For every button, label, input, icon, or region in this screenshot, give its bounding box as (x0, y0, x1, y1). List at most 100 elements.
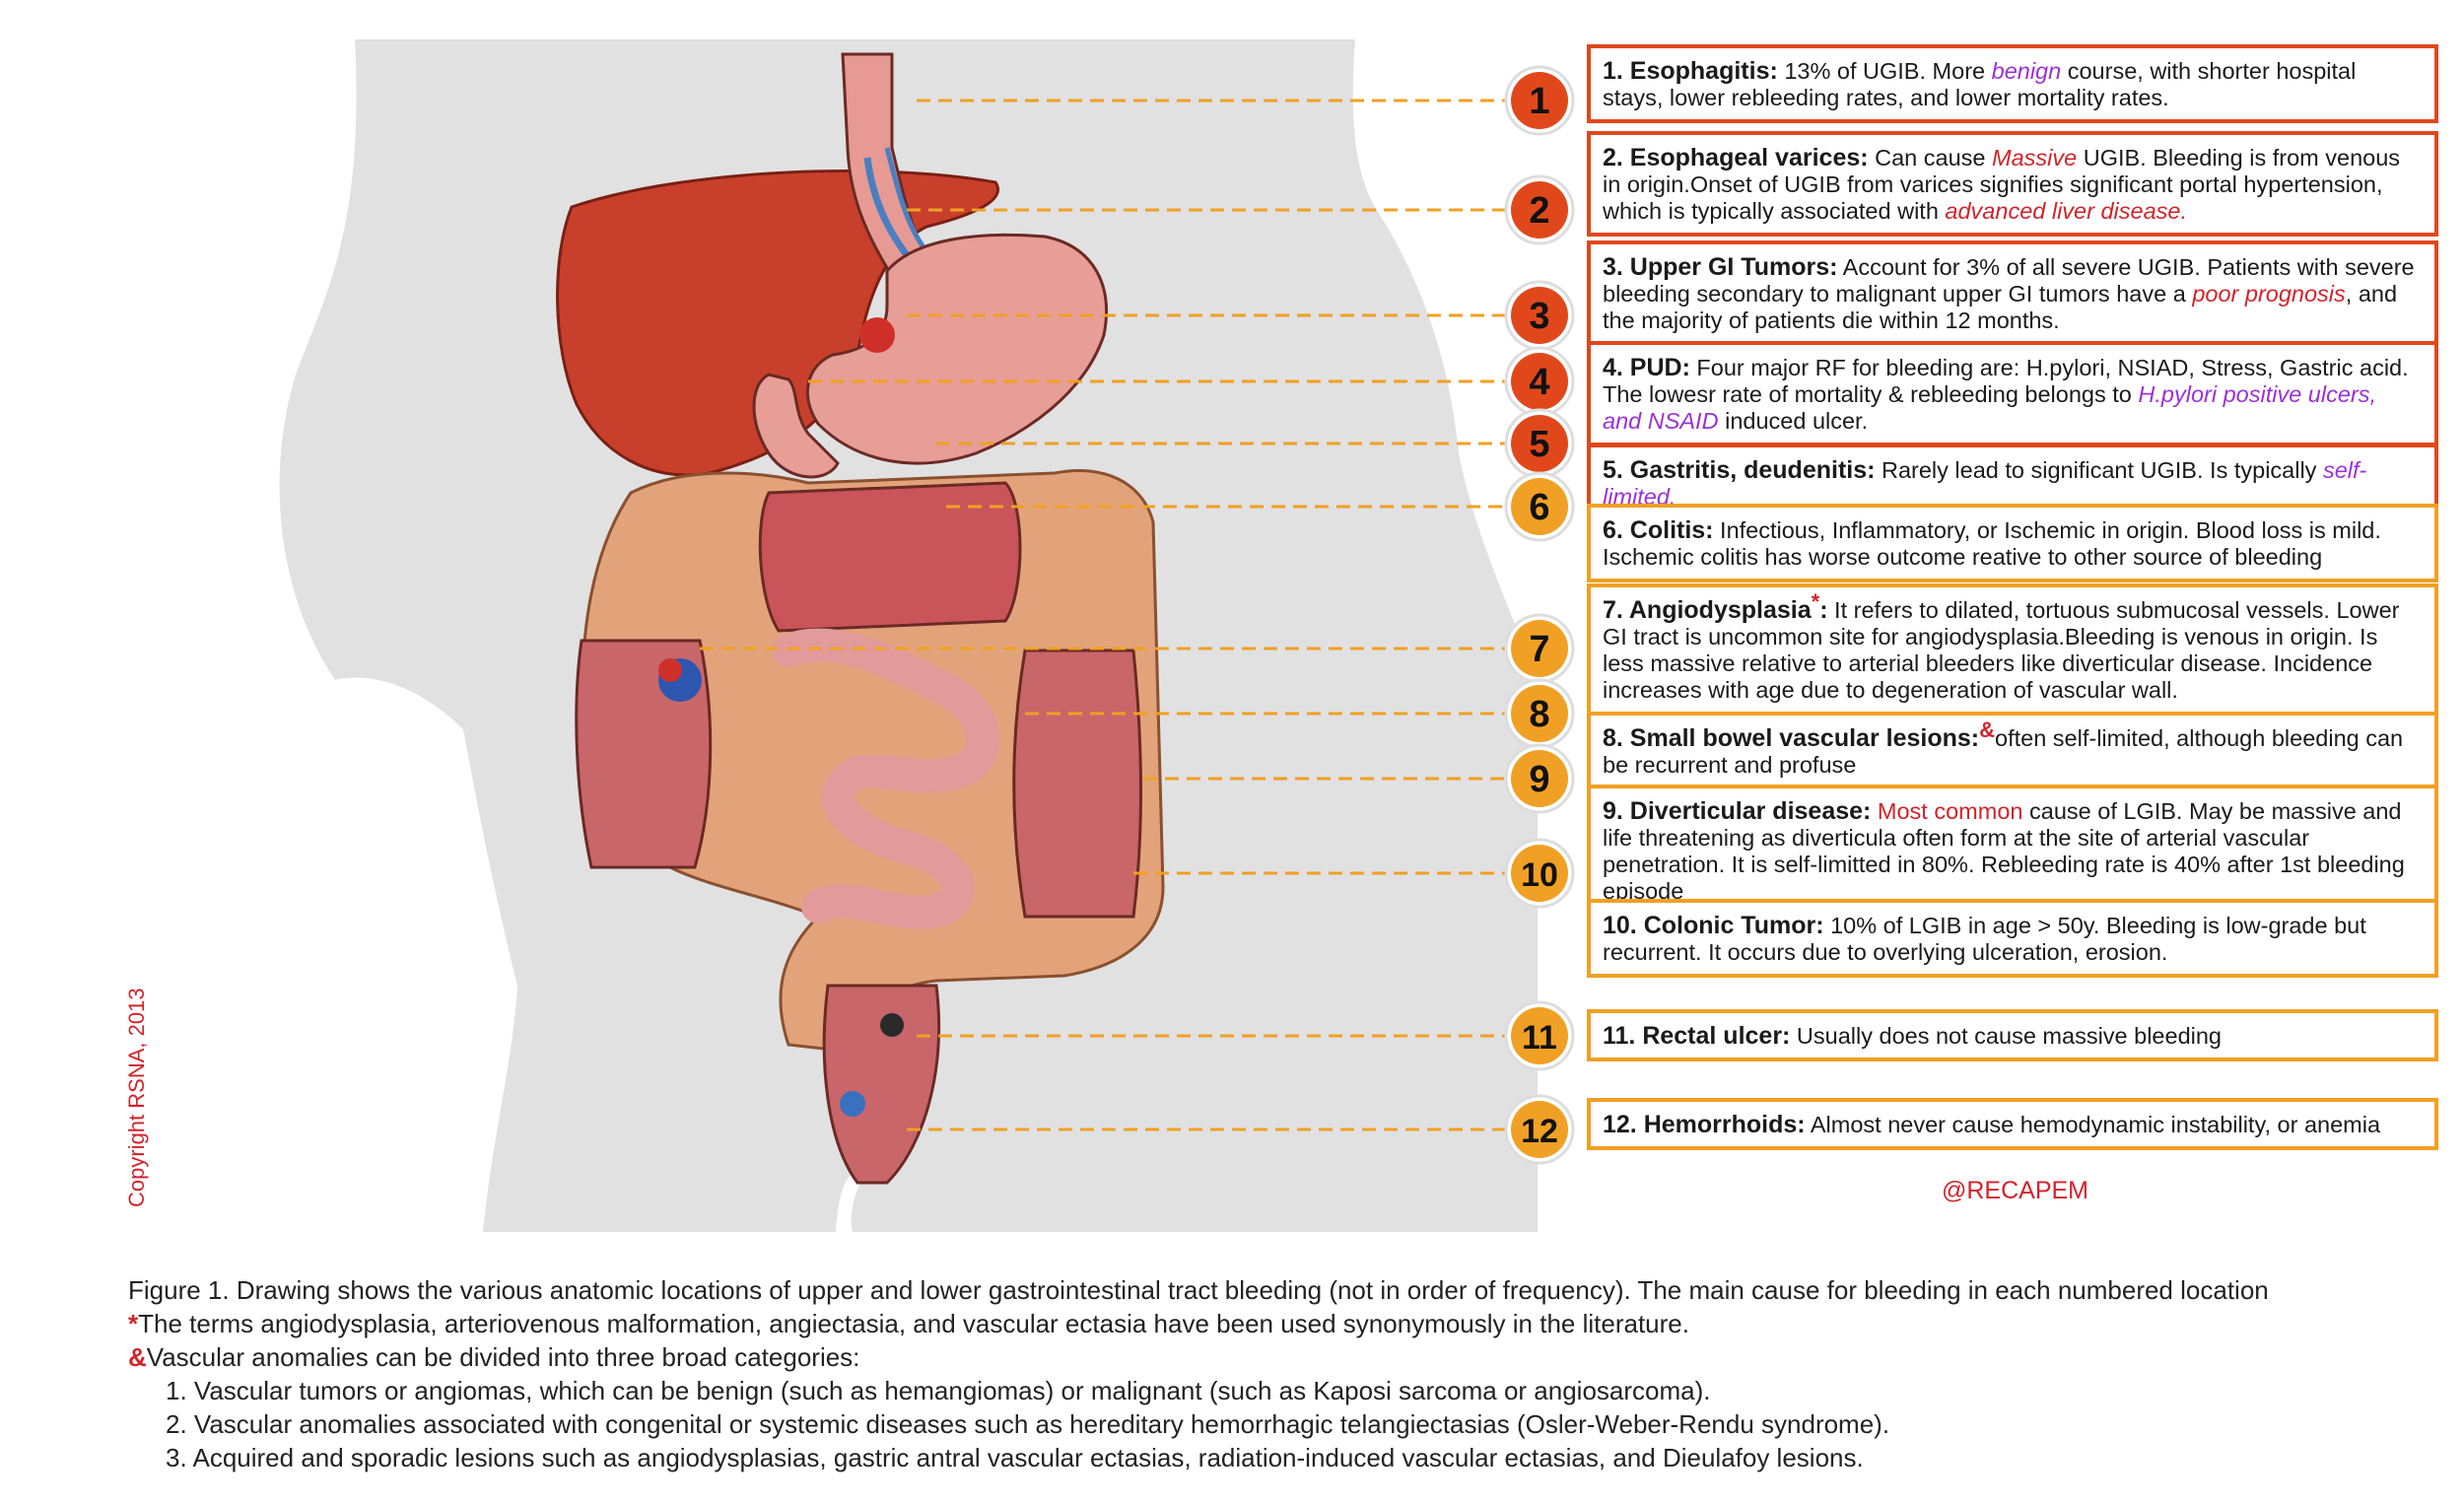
callout-text: advanced liver disease. (1945, 198, 2188, 224)
badge-number: 7 (1529, 629, 1549, 670)
badge-number: 9 (1529, 759, 1549, 800)
callout-text: Four major RF for bleeding are: H.pylori… (1603, 355, 2409, 407)
badge-3: 3 (1504, 280, 1575, 351)
callout-title: 5. Gastritis, deudenitis: (1603, 456, 1876, 484)
callout-box-9: 9. Diverticular disease: Most common cau… (1587, 785, 2438, 917)
callout-text: 10% of LGIB in age > 50y. Bleeding is lo… (1603, 913, 2366, 965)
badge-number: 2 (1529, 190, 1549, 232)
callout-box-12: 12. Hemorrhoids: Almost never cause hemo… (1587, 1098, 2438, 1150)
callout-text: It refers to dilated, tortuous submucosa… (1603, 597, 2400, 703)
caption-star-note: *The terms angiodysplasia, arteriovenous… (128, 1307, 2454, 1340)
caption-list-item: 2. Vascular anomalies associated with co… (166, 1409, 1890, 1439)
duodenum (752, 373, 840, 479)
callout-text: Can cause (1868, 145, 1992, 171)
caption-list-item: 1. Vascular tumors or angiomas, which ca… (166, 1376, 1711, 1405)
badge-number: 8 (1529, 694, 1549, 735)
callout-text: Massive (1992, 145, 2078, 171)
badge-2: 2 (1504, 174, 1575, 245)
callout-title: 10. Colonic Tumor: (1603, 912, 1824, 939)
caption-list-item: 3. Acquired and sporadic lesions such as… (166, 1443, 1864, 1472)
badge-4: 4 (1504, 346, 1575, 417)
stomach (805, 233, 1108, 465)
callout-box-2: 2. Esophageal varices: Can cause Massive… (1587, 131, 2438, 237)
callout-title: 9. Diverticular disease: (1603, 797, 1872, 825)
callout-text: course, with shorter hospital stays, low… (1603, 58, 2357, 110)
callout-title: 6. Colitis: (1603, 516, 1714, 544)
badge-number: 11 (1522, 1019, 1557, 1057)
varix-vessel (884, 147, 928, 253)
rectum (822, 984, 940, 1185)
badge-1: 1 (1504, 65, 1575, 136)
callout-text: often self-limited, although bleeding ca… (1603, 725, 2404, 778)
rectal-ulcer (880, 1013, 904, 1037)
callout-title: 4. PUD: (1603, 354, 1690, 381)
callout-text: Most common (1877, 798, 2023, 824)
badge-number: 12 (1521, 1113, 1558, 1150)
caption-amp-note: &Vascular anomalies can be divided into … (128, 1340, 2454, 1374)
callout-text: Almost never cause hemodynamic instabili… (1805, 1112, 2381, 1137)
badge-8: 8 (1504, 678, 1575, 749)
callout-title: 1. Esophagitis: (1603, 57, 1778, 85)
callout-text: Usually does not cause massive bleeding (1790, 1023, 2222, 1049)
callout-box-1: 1. Esophagitis: 13% of UGIB. More benign… (1587, 44, 2438, 123)
badge-number: 3 (1529, 296, 1549, 337)
callout-text: , and the majority of patients die withi… (1603, 281, 2398, 333)
badge-number: 4 (1529, 362, 1549, 403)
callout-text: Account for 3% of all severe UGIB. Patie… (1603, 254, 2415, 307)
callout-box-6: 6. Colitis: Infectious, Inflammatory, or… (1587, 504, 2438, 582)
callout-text: Rarely lead to significant UGIB. Is typi… (1875, 457, 2323, 483)
star-note-text: The terms angiodysplasia, arteriovenous … (138, 1309, 1689, 1338)
copyright-text: Copyright RSNA, 2013 (124, 988, 149, 1207)
footnote-mark: & (1979, 717, 1995, 743)
badge-number: 6 (1529, 487, 1549, 528)
badge-12: 12 (1504, 1094, 1575, 1165)
amp-note-text: Vascular anomalies can be divided into t… (146, 1342, 860, 1372)
callout-text: H.pylori positive ulcers, and NSAID (1603, 381, 2377, 434)
angiodysplasia-lesion (658, 658, 702, 702)
author-handle: @RECAPEM (1942, 1177, 2089, 1204)
transverse-colon-mucosa (758, 481, 1022, 633)
callout-title: 3. Upper GI Tumors: (1603, 253, 1838, 281)
badge-number: 1 (1529, 81, 1549, 122)
callout-title: 12. Hemorrhoids: (1603, 1111, 1806, 1138)
descending-colon-mucosa (1012, 649, 1142, 919)
callout-text: cause of LGIB. May be massive and life t… (1603, 798, 2405, 904)
callout-text: Infectious, Inflammatory, or Ischemic in… (1603, 517, 2381, 570)
callout-text: UGIB. Bleeding is from venous in origin.… (1603, 145, 2401, 224)
badge-9: 9 (1504, 743, 1575, 814)
badge-11: 11 (1504, 1000, 1575, 1071)
callout-box-7: 7. Angiodysplasia*: It refers to dilated… (1587, 583, 2438, 716)
callout-text: induced ulcer. (1718, 408, 1869, 434)
footnote-mark: * (1811, 589, 1820, 615)
badge-10: 10 (1504, 838, 1575, 909)
callout-title: 8. Small bowel vascular lesions: (1603, 724, 1980, 752)
amp-mark: & (128, 1342, 147, 1372)
callout-title: 11. Rectal ulcer: (1603, 1022, 1791, 1050)
caption-main: Figure 1. Drawing shows the various anat… (128, 1275, 2269, 1305)
callout-title-colon: : (1819, 596, 1828, 624)
callout-box-4: 4. PUD: Four major RF for bleeding are: … (1587, 341, 2438, 446)
callout-box-3: 3. Upper GI Tumors: Account for 3% of al… (1587, 240, 2438, 346)
callout-text: 13% of UGIB. More (1777, 58, 1992, 84)
badge-number: 5 (1529, 424, 1549, 465)
callout-box-8: 8. Small bowel vascular lesions:&often s… (1587, 712, 2438, 790)
varix-vessel (863, 157, 915, 264)
small-bowel (772, 628, 1000, 929)
star-mark: * (128, 1309, 139, 1338)
callout-box-11: 11. Rectal ulcer: Usually does not cause… (1587, 1009, 2438, 1061)
callout-text: benign (1991, 58, 2062, 84)
figure-caption: Figure 1. Drawing shows the various anat… (128, 1273, 2454, 1474)
leader-lines (700, 99, 1508, 1131)
badge-7: 7 (1504, 613, 1575, 684)
callout-box-10: 10. Colonic Tumor: 10% of LGIB in age > … (1587, 899, 2438, 978)
hemorrhoid (840, 1091, 865, 1117)
callout-title: 2. Esophageal varices: (1603, 144, 1869, 171)
callout-text: poor prognosis (2192, 281, 2346, 307)
badge-6: 6 (1504, 471, 1575, 542)
badge-number: 10 (1521, 856, 1558, 894)
callout-title: 7. Angiodysplasia (1603, 596, 1812, 624)
badge-5: 5 (1504, 408, 1575, 479)
ugi-tumor (859, 317, 895, 353)
